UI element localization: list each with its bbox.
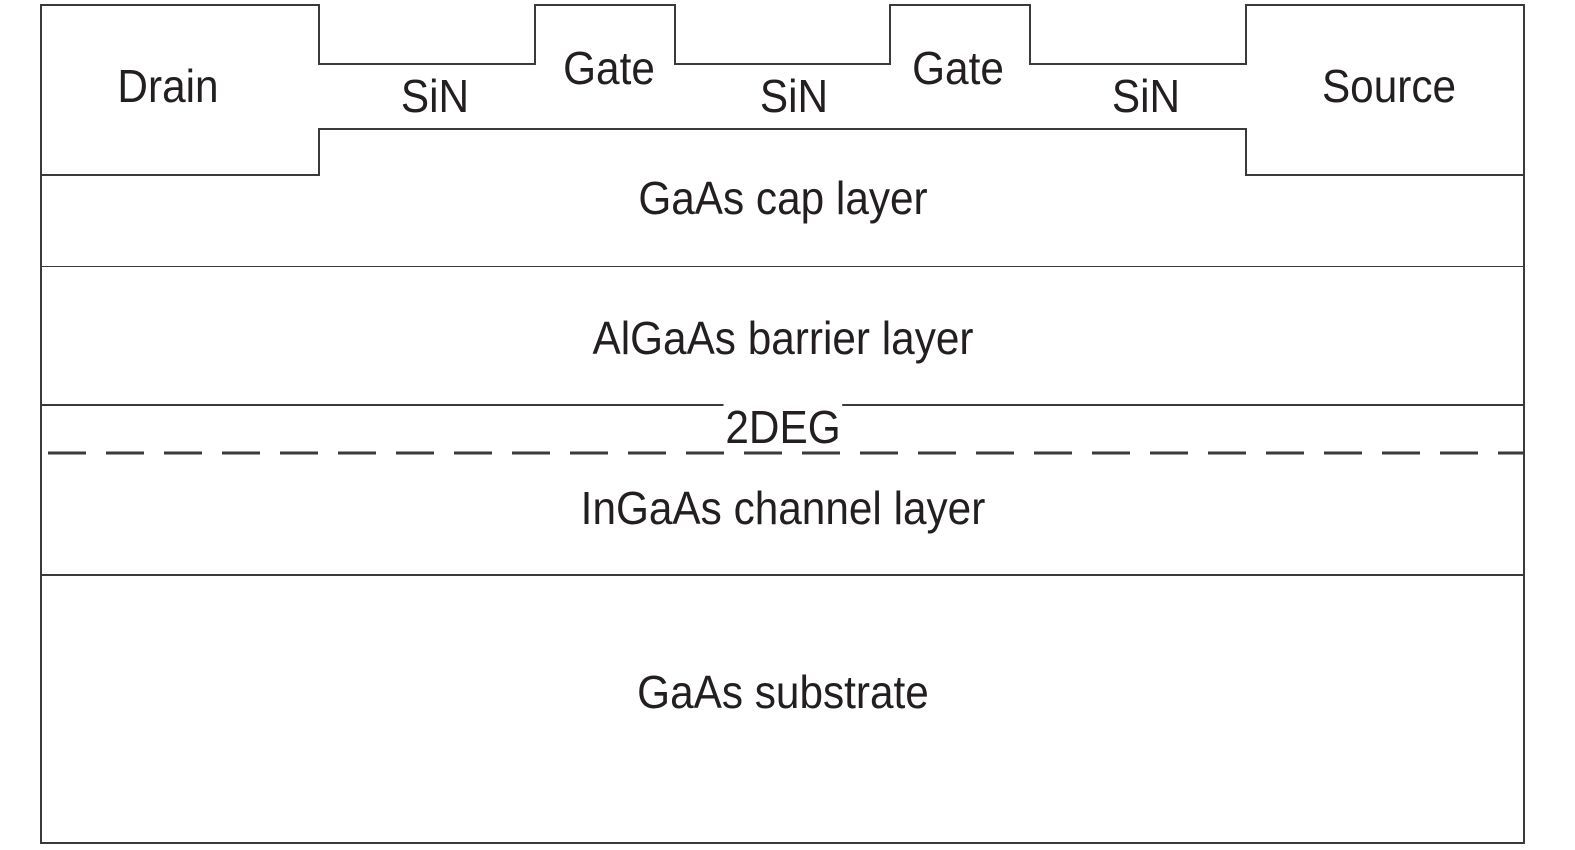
twodeg-label: 2DEG [723,401,843,453]
channel-substrate-boundary [40,574,1525,576]
drain-contact [40,4,320,176]
cap-barrier-boundary [40,266,1525,267]
drain-label: Drain [117,60,219,112]
channel-layer-label: InGaAs channel layer [580,482,986,534]
source-label: Source [1321,60,1457,112]
sin-middle-label: SiN [759,70,829,122]
gate-left-label: Gate [563,42,655,94]
barrier-layer-label: AlGaAs barrier layer [592,312,974,364]
device-body [40,174,1525,844]
sin-right-label: SiN [1111,70,1181,122]
twodeg-dashed-line [42,451,1523,455]
sin-left-segment [318,63,536,130]
substrate-label: GaAs substrate [637,666,929,718]
cap-layer-label: GaAs cap layer [638,172,928,224]
sin-left-label: SiN [400,70,470,122]
sin-middle-segment [674,63,891,130]
sin-right-segment [1029,63,1247,130]
gate-right-label: Gate [912,42,1004,94]
